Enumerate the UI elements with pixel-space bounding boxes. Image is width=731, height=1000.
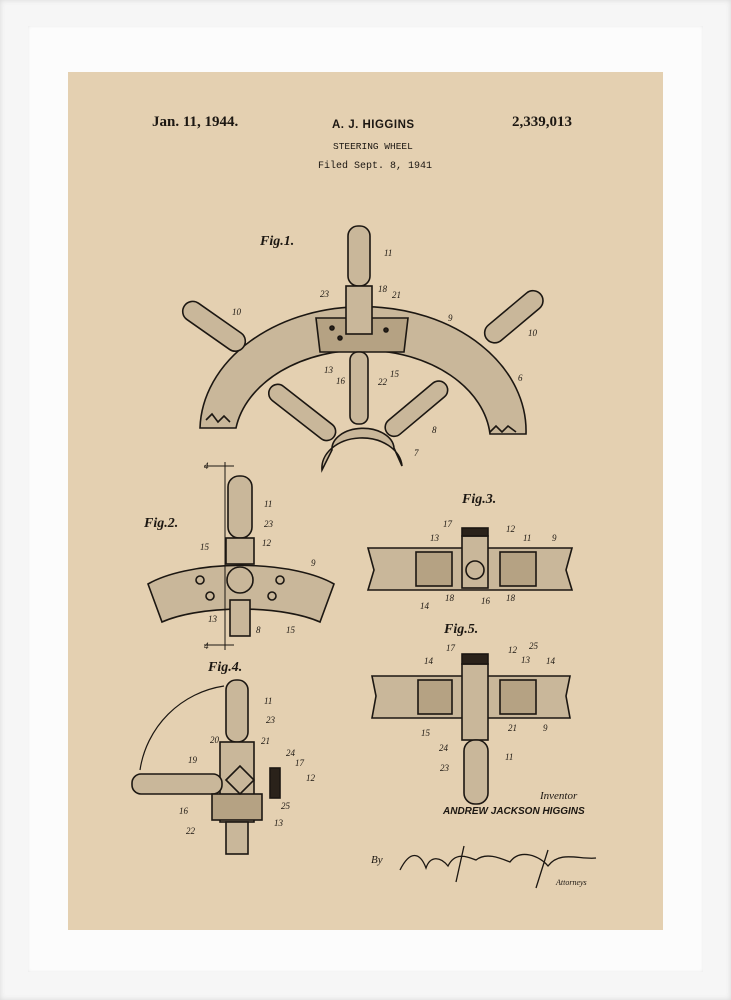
reference-numeral: 15 <box>390 369 399 379</box>
reference-numeral: 7 <box>414 448 419 458</box>
reference-numeral: 8 <box>432 425 437 435</box>
fig4-label: Fig.4. <box>208 660 243 675</box>
reference-numeral: 11 <box>264 499 273 509</box>
reference-numeral: 17 <box>446 643 455 653</box>
reference-numeral: 9 <box>552 533 557 543</box>
reference-numeral: 18 <box>506 593 515 603</box>
reference-numeral: 13 <box>430 533 439 543</box>
reference-numeral: 9 <box>448 313 453 323</box>
reference-numeral: 4 <box>204 641 209 651</box>
reference-numeral: 20 <box>210 735 219 745</box>
reference-numeral: 4 <box>204 461 209 471</box>
signature-scribble <box>399 845 597 889</box>
reference-numeral: 9 <box>311 558 316 568</box>
inventor-label: Inventor <box>540 790 578 802</box>
reference-numeral: 18 <box>378 284 387 294</box>
filed-date: Filed Sept. 8, 1941 <box>318 161 433 172</box>
fig3-label: Fig.3. <box>462 492 497 507</box>
reference-numeral: 18 <box>445 593 454 603</box>
fig5-label: Fig.5. <box>444 622 479 637</box>
reference-numeral: 23 <box>440 763 449 773</box>
reference-numeral: 13 <box>521 655 530 665</box>
reference-numeral: 15 <box>200 542 209 552</box>
reference-numeral: 14 <box>424 656 433 666</box>
reference-numeral: 23 <box>266 715 275 725</box>
reference-numeral: 25 <box>529 641 538 651</box>
reference-numeral: 24 <box>286 748 295 758</box>
reference-numeral: 16 <box>179 806 188 816</box>
reference-numeral: 10 <box>528 328 537 338</box>
reference-numeral: 14 <box>420 601 429 611</box>
reference-numeral: 25 <box>281 801 290 811</box>
reference-numeral: 11 <box>523 533 532 543</box>
reference-numeral: 12 <box>506 524 515 534</box>
reference-numeral: 11 <box>264 696 273 706</box>
fig2-hub-section-drawing <box>147 462 335 650</box>
reference-numeral: 22 <box>378 377 387 387</box>
reference-numeral: 12 <box>262 538 271 548</box>
reference-numeral: 22 <box>186 826 195 836</box>
reference-numeral: 21 <box>261 736 270 746</box>
reference-numeral: 8 <box>256 625 261 635</box>
fig3-section-drawing <box>366 527 574 591</box>
reference-numeral: 12 <box>306 773 315 783</box>
reference-numeral: 15 <box>286 625 295 635</box>
reference-numeral: 17 <box>443 519 452 529</box>
reference-numeral: 13 <box>324 365 333 375</box>
reference-numeral: 24 <box>439 743 448 753</box>
reference-numeral: 13 <box>274 818 283 828</box>
reference-numeral: 11 <box>505 752 514 762</box>
inventor-name: ANDREW JACKSON HIGGINS <box>443 806 585 817</box>
reference-numeral: 16 <box>336 376 345 386</box>
reference-numeral: 11 <box>384 248 393 258</box>
reference-numeral: 21 <box>508 723 517 733</box>
attorneys-label: Attorneys <box>556 878 587 887</box>
reference-numeral: 15 <box>421 728 430 738</box>
inventor-heading: A. J. HIGGINS <box>332 119 415 131</box>
reference-numeral: 14 <box>546 656 555 666</box>
reference-numeral: 12 <box>508 645 517 655</box>
reference-numeral: 16 <box>481 596 490 606</box>
reference-numeral: 17 <box>295 758 304 768</box>
reference-numeral: 19 <box>188 755 197 765</box>
patent-date: Jan. 11, 1944. <box>152 114 239 130</box>
patent-title: STEERING WHEEL <box>333 141 413 152</box>
fig4-side-view-drawing <box>131 679 281 855</box>
fig1-label: Fig.1. <box>260 234 295 249</box>
reference-numeral: 9 <box>543 723 548 733</box>
reference-numeral: 23 <box>264 519 273 529</box>
reference-numeral: 13 <box>208 614 217 624</box>
reference-numeral: 23 <box>320 289 329 299</box>
fig1-steering-wheel-drawing <box>181 225 544 473</box>
fig2-label: Fig.2. <box>144 516 179 531</box>
patent-sheet: Jan. 11, 1944. A. J. HIGGINS 2,339,013 S… <box>68 72 663 930</box>
fig5-section-drawing <box>371 653 571 805</box>
reference-numeral: 21 <box>392 290 401 300</box>
reference-numeral: 6 <box>518 373 523 383</box>
by-label: By <box>371 854 383 866</box>
patent-number: 2,339,013 <box>512 114 572 130</box>
reference-numeral: 10 <box>232 307 241 317</box>
